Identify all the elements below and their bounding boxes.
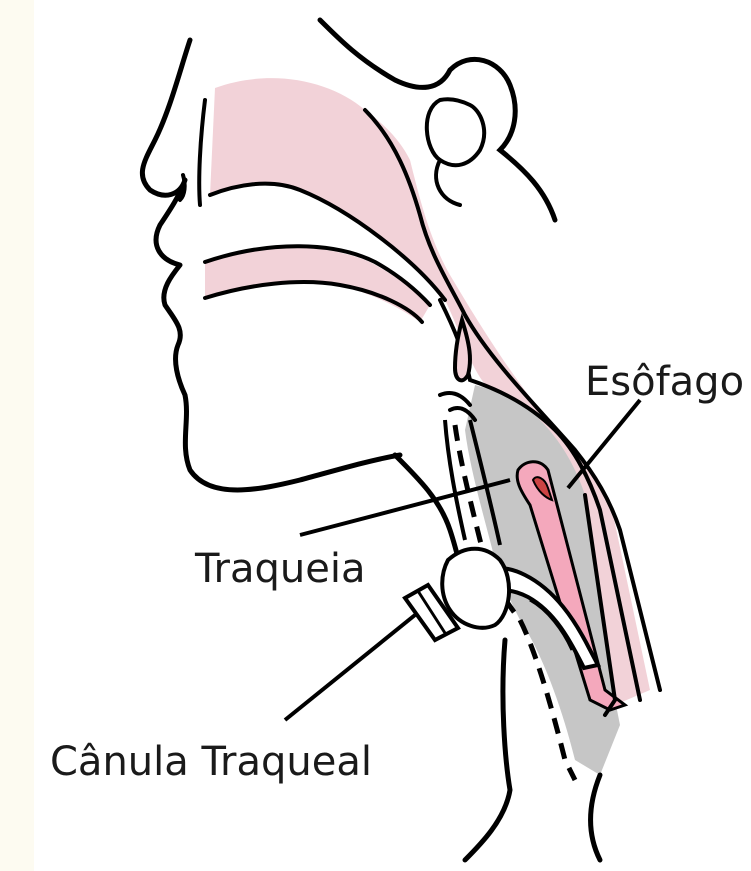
cannula-flange [442, 549, 509, 628]
oral-band-fill [205, 247, 430, 322]
ear-outline [427, 99, 484, 165]
neck-back-lower-outline [591, 775, 600, 860]
cannula-leader-line [285, 615, 415, 720]
neck-lower-outline [465, 640, 510, 860]
label-tracheal-cannula: Cânula Traqueal [50, 739, 372, 785]
esophagus-leader-line [568, 400, 640, 488]
label-esophagus: Esôfago [585, 359, 744, 405]
vocal-fold-outline [440, 393, 475, 420]
label-trachea: Traqueia [194, 546, 366, 592]
